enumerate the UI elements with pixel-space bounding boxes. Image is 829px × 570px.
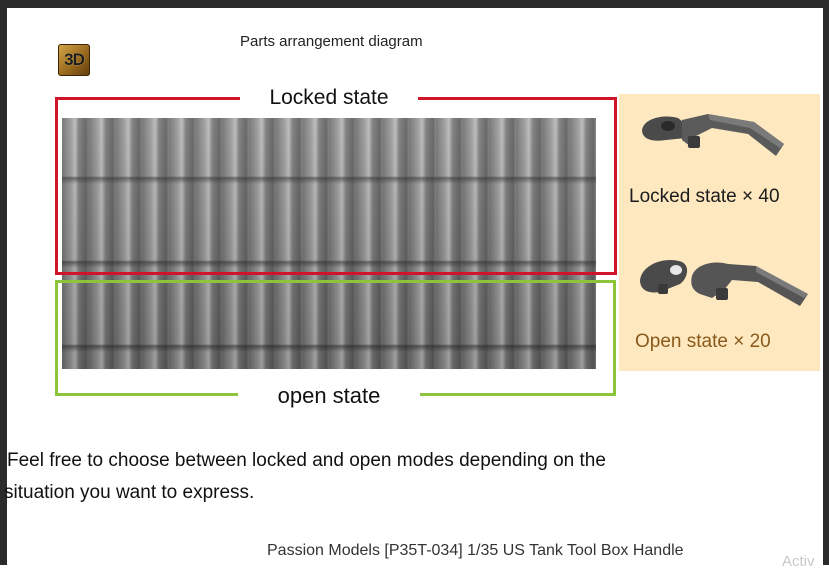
open-state-label: open state [238,382,420,410]
badge-text: 3D [64,50,85,69]
window-frame-right [823,0,829,565]
locked-state-count: Locked state × 40 [629,186,780,207]
open-state-frame [55,280,616,396]
caption-line-2: situation you want to express. [4,482,255,503]
3d-badge-icon: 3D [58,44,90,76]
diagram-title: Parts arrangement diagram [240,33,423,50]
caption-line-1: Feel free to choose between locked and o… [7,450,606,471]
locked-state-label: Locked state [240,85,418,111]
locked-state-frame [55,97,617,275]
window-frame-top [0,0,829,8]
parts-sprue-image [62,118,596,369]
locked-handle-icon [642,114,784,156]
open-handle-icon [640,260,808,306]
open-state-count: Open state × 20 [635,331,771,352]
activation-watermark: Activ [782,553,815,570]
window-frame-left [0,0,7,565]
product-footer: Passion Models [P35T-034] 1/35 US Tank T… [267,542,684,559]
